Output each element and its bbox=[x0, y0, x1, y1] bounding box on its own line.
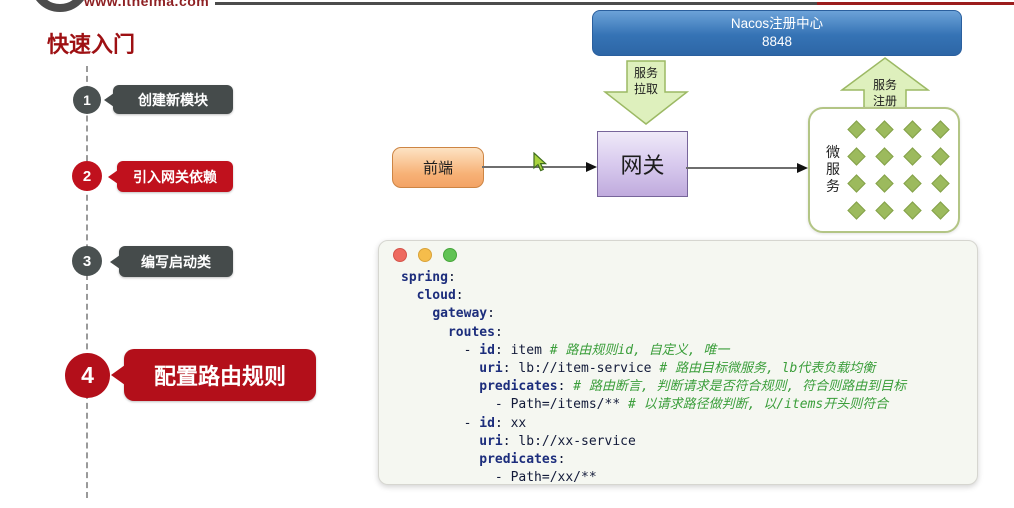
close-button[interactable] bbox=[393, 248, 407, 262]
step-3-label: 编写启动类 bbox=[141, 253, 211, 270]
service-instance-diamond bbox=[846, 201, 866, 220]
page-title: 快速入门 bbox=[47, 32, 136, 57]
step-2-bubble: 引入网关依赖 bbox=[108, 161, 233, 192]
service-instance-diamond bbox=[902, 174, 922, 193]
service-pull-label: 服务拉取 bbox=[633, 66, 658, 96]
nacos-registry-box: Nacos注册中心 8848 bbox=[592, 10, 962, 56]
step-1-number: 1 bbox=[73, 86, 101, 114]
service-instance-diamond bbox=[874, 147, 894, 166]
step-1-bubble: 创建新模块 bbox=[104, 85, 233, 114]
service-instance-diamond bbox=[902, 120, 922, 139]
frontend-label: 前端 bbox=[422, 160, 453, 177]
step-1-label: 创建新模块 bbox=[138, 91, 208, 108]
service-instance-diamond bbox=[874, 120, 894, 139]
service-register-label: 服务注册 bbox=[872, 78, 897, 108]
service-instance-diamond bbox=[846, 147, 866, 166]
step-2-number: 2 bbox=[72, 161, 102, 191]
itheima-logo-icon bbox=[30, 0, 90, 12]
code-editor-window: spring: cloud: gateway: routes: - id: it… bbox=[378, 240, 978, 485]
step-2-label: 引入网关依赖 bbox=[133, 168, 217, 185]
step-4-number: 4 bbox=[65, 353, 110, 398]
service-instance-diamond bbox=[930, 201, 950, 220]
service-instances-grid bbox=[842, 116, 954, 224]
step-3-number: 3 bbox=[72, 246, 102, 276]
step-3-bubble: 编写启动类 bbox=[110, 246, 233, 277]
site-url: www.itheima.com bbox=[84, 0, 210, 9]
service-instance-diamond bbox=[902, 147, 922, 166]
down-block-arrow-icon bbox=[602, 60, 690, 125]
service-instance-diamond bbox=[874, 201, 894, 220]
gateway-box: 网关 bbox=[597, 131, 688, 197]
step-4-bubble: 配置路由规则 bbox=[111, 349, 316, 401]
service-instance-diamond bbox=[874, 174, 894, 193]
header-divider-gray bbox=[215, 2, 817, 5]
bubble-tail bbox=[104, 92, 114, 107]
steps-timeline-line bbox=[86, 66, 88, 498]
service-instance-diamond bbox=[930, 147, 950, 166]
nacos-title: Nacos注册中心 bbox=[730, 15, 824, 31]
service-instance-diamond bbox=[930, 174, 950, 193]
bubble-tail bbox=[110, 254, 120, 269]
header-divider-red bbox=[817, 2, 1014, 5]
minimize-button[interactable] bbox=[418, 248, 432, 262]
bubble-tail bbox=[108, 169, 118, 184]
nacos-port: 8848 bbox=[761, 34, 793, 49]
service-instance-diamond bbox=[846, 174, 866, 193]
service-instance-diamond bbox=[930, 120, 950, 139]
frontend-box: 前端 bbox=[392, 147, 484, 188]
gateway-to-microservices-arrow bbox=[686, 163, 808, 173]
service-pull-arrow: 服务拉取 bbox=[602, 60, 690, 126]
microservices-box: 微服务 bbox=[808, 107, 960, 233]
microservices-label: 微服务 bbox=[825, 144, 841, 196]
mouse-cursor-icon bbox=[533, 152, 547, 172]
yaml-config-code: spring: cloud: gateway: routes: - id: it… bbox=[401, 270, 907, 484]
service-instance-diamond bbox=[902, 201, 922, 220]
service-instance-diamond bbox=[846, 120, 866, 139]
gateway-label: 网关 bbox=[620, 153, 665, 178]
bubble-tail bbox=[111, 365, 125, 385]
step-4-label: 配置路由规则 bbox=[153, 364, 286, 389]
maximize-button[interactable] bbox=[443, 248, 457, 262]
window-controls bbox=[393, 248, 457, 262]
